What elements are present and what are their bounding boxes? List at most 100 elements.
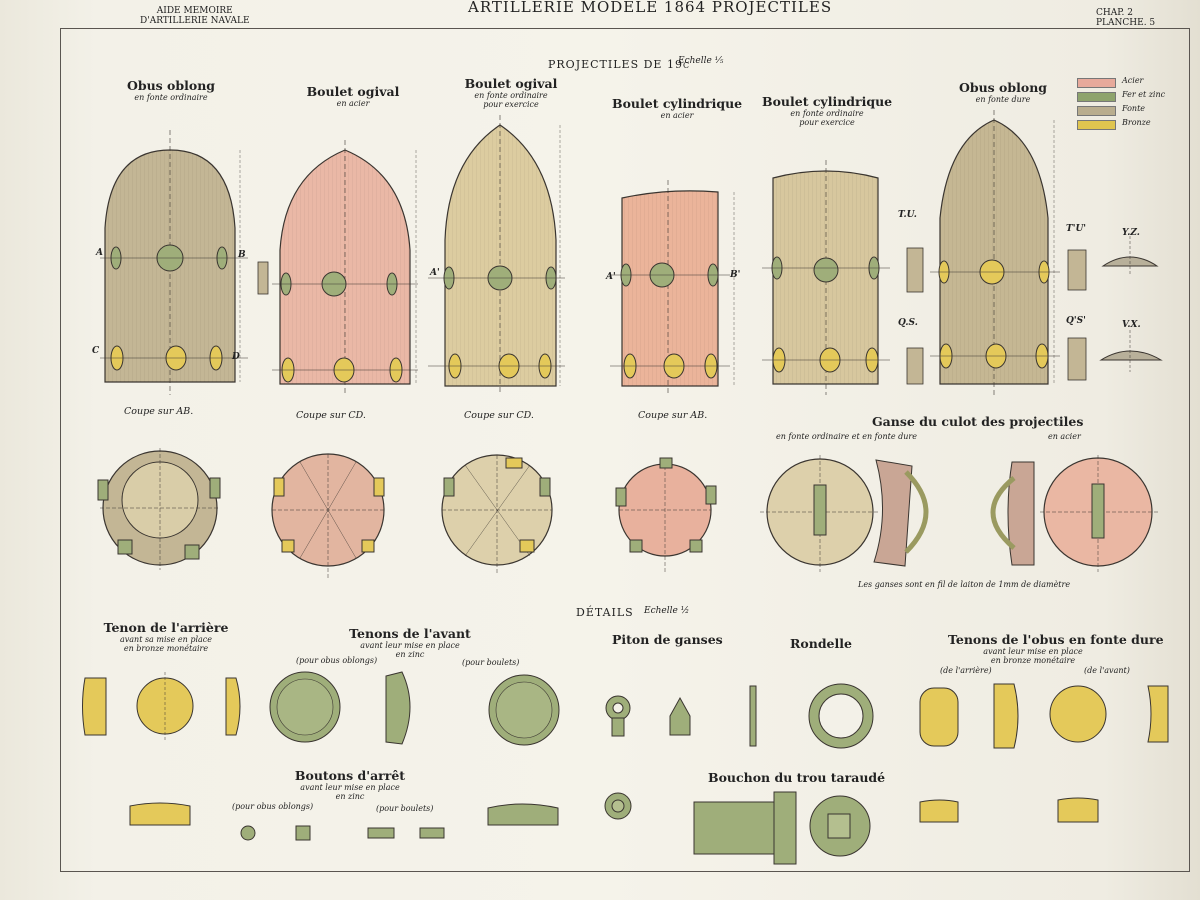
projectile-title-5: Boulet cylindrique bbox=[762, 94, 893, 109]
projectile-sub-3a: en fonte ordinaire bbox=[474, 91, 548, 100]
detail-bouchon bbox=[693, 791, 871, 865]
tenons-obus-left: (de l'arrière) bbox=[940, 666, 992, 675]
projectile-boulet-ogival-acier bbox=[272, 140, 418, 395]
label-tu: T.U. bbox=[898, 210, 917, 220]
section-projectiles-title: PROJECTILES DE 19c bbox=[548, 58, 691, 71]
section-coupe-ab-2 bbox=[615, 457, 717, 572]
projectile-boulet-ogival-fonte bbox=[428, 115, 565, 395]
section-details-scale: Echelle ½ bbox=[644, 606, 690, 616]
projectile-sub-2: en acier bbox=[336, 99, 370, 108]
tenons-obus-title: Tenons de l'obus en fonte dure bbox=[948, 632, 1164, 647]
projectile-title-block-6: Obus oblong en fonte dure bbox=[948, 80, 1058, 104]
projectile-sub-5b: pour exercice bbox=[799, 118, 855, 127]
projectile-sub-6: en fonte dure bbox=[975, 95, 1031, 104]
caption-coupe-ab-1: Coupe sur AB. bbox=[124, 406, 194, 417]
detail-tenons-obus-fonte-dure bbox=[919, 683, 1169, 823]
label-tu-prime: T'U' bbox=[1066, 224, 1087, 234]
label-a-prime-2: A' bbox=[606, 272, 616, 282]
boutons-sub2: en zinc bbox=[335, 792, 365, 801]
section-details-title: DÉTAILS bbox=[576, 606, 634, 619]
projectile-title-block-3: Boulet ogival en fonte ordinaire pour ex… bbox=[456, 76, 566, 109]
section-coupe-cd-2 bbox=[441, 454, 553, 575]
bouchon-title: Bouchon du trou taraudé bbox=[708, 770, 886, 785]
projectile-title-block-2: Boulet ogival en acier bbox=[298, 84, 408, 108]
projectile-title-3: Boulet ogival bbox=[464, 76, 558, 91]
projectile-sub-3b: pour exercice bbox=[483, 100, 539, 109]
boutons-right: (pour boulets) bbox=[376, 804, 434, 813]
tenons-avant-title: Tenons de l'avant bbox=[349, 626, 471, 641]
projectile-title-6: Obus oblong bbox=[958, 80, 1048, 95]
label-a: A bbox=[96, 248, 103, 258]
ganse-fonte-view bbox=[760, 455, 929, 572]
tenon-arriere-sub1: avant sa mise en place bbox=[119, 635, 212, 644]
label-c: C bbox=[92, 346, 100, 356]
legend-label-bronze: Bronze bbox=[1122, 118, 1151, 127]
section-projectiles-scale: Echelle ¹⁄₅ bbox=[678, 56, 724, 66]
detail-tenon-arriere bbox=[82, 672, 241, 826]
projectile-title-2: Boulet ogival bbox=[306, 84, 400, 99]
detail-tenons-avant bbox=[269, 671, 560, 826]
boutons-left: (pour obus oblongs) bbox=[232, 802, 314, 811]
projectile-title-4: Boulet cylindrique bbox=[612, 96, 743, 111]
projectile-title-1: Obus oblong bbox=[126, 78, 216, 93]
header-right: CHAP. 2 PLANCHE. 5 bbox=[1096, 8, 1155, 28]
section-coupe-ab-1 bbox=[97, 448, 221, 570]
projectile-title-block-4: Boulet cylindrique en acier bbox=[612, 96, 742, 120]
sheet-title: ARTILLERIE MODÈLE 1864 PROJECTILES bbox=[468, 0, 833, 16]
header-right-line2: PLANCHE. 5 bbox=[1096, 18, 1156, 28]
legend-label-fonte: Fonte bbox=[1122, 104, 1146, 113]
ganse-acier-view bbox=[990, 455, 1160, 572]
ganse-sub-right: en acier bbox=[1048, 432, 1081, 441]
projectile-title-block-1: Obus oblong en fonte ordinaire bbox=[116, 78, 226, 102]
label-a-prime: A' bbox=[430, 268, 440, 278]
projectile-boulet-cylindrique-acier bbox=[610, 180, 735, 395]
boutons-title: Boutons d'arrêt bbox=[294, 768, 406, 783]
ganse-sub-left: en fonte ordinaire et en fonte dure bbox=[776, 432, 917, 441]
header-left-line2: D'ARTILLERIE NAVALE bbox=[140, 16, 250, 26]
tenon-arriere-title: Tenon de l'arrière bbox=[103, 620, 229, 635]
tenons-obus-sub1: avant leur mise en place bbox=[983, 647, 1083, 656]
label-qs: Q.S. bbox=[898, 318, 918, 328]
rondelle-title: Rondelle bbox=[790, 636, 852, 651]
tenon-arriere-sub2: en bronze monétaire bbox=[123, 644, 209, 653]
caption-coupe-cd-2: Coupe sur CD. bbox=[464, 410, 534, 421]
legend-swatch-acier bbox=[1077, 78, 1116, 88]
caption-coupe-ab-2: Coupe sur AB. bbox=[638, 410, 708, 421]
legend-swatch-bronze bbox=[1077, 120, 1116, 130]
detail-title-tenons-avant: Tenons de l'avant avant leur mise en pla… bbox=[340, 626, 480, 659]
legend-label-acier: Acier bbox=[1122, 76, 1144, 85]
tenons-obus-sub2: en bronze monétaire bbox=[990, 656, 1076, 665]
projectile-title-block-5: Boulet cylindrique en fonte ordinaire po… bbox=[762, 94, 892, 127]
section-coupe-cd-1 bbox=[271, 453, 385, 578]
header-left-line1: AIDE MEMOIRE bbox=[156, 6, 233, 16]
piton-title: Piton de ganses bbox=[612, 632, 723, 647]
tenons-obus-right: (de l'avant) bbox=[1084, 666, 1130, 675]
label-b: B bbox=[238, 250, 246, 260]
projectile-obus-oblong-fonte bbox=[100, 130, 269, 395]
detail-title-tenons-obus: Tenons de l'obus en fonte dure avant leu… bbox=[948, 632, 1164, 665]
legend-label-zinc: Fer et zinc bbox=[1122, 90, 1166, 99]
legend-swatch-fonte bbox=[1077, 106, 1116, 116]
sheet-border bbox=[60, 28, 1190, 872]
detail-title-boutons: Boutons d'arrêt avant leur mise en place… bbox=[280, 768, 420, 801]
detail-title-tenon-arriere: Tenon de l'arrière avant sa mise en plac… bbox=[96, 620, 236, 653]
label-b-prime: B' bbox=[730, 270, 741, 280]
detail-piton bbox=[604, 695, 691, 820]
label-qs-prime: Q'S' bbox=[1066, 316, 1086, 326]
detail-rondelle bbox=[749, 683, 874, 749]
tenons-avant-sub1: avant leur mise en place bbox=[360, 641, 460, 650]
detail-boutons-arret bbox=[240, 825, 445, 841]
projectile-sub-5a: en fonte ordinaire bbox=[790, 109, 864, 118]
tenons-avant-sub2: en zinc bbox=[395, 650, 425, 659]
projectile-obus-oblong-fonte-dure bbox=[930, 110, 1163, 395]
header-left: AIDE MEMOIRE D'ARTILLERIE NAVALE bbox=[140, 6, 250, 26]
caption-coupe-cd-1: Coupe sur CD. bbox=[296, 410, 366, 421]
tenons-avant-right: (pour boulets) bbox=[462, 658, 520, 667]
boutons-sub1: avant leur mise en place bbox=[300, 783, 400, 792]
projectile-sub-1: en fonte ordinaire bbox=[134, 93, 208, 102]
ganse-title: Ganse du culot des projectiles bbox=[872, 414, 1084, 429]
projectile-sub-4: en acier bbox=[660, 111, 694, 120]
label-vx: V.X. bbox=[1122, 320, 1141, 330]
